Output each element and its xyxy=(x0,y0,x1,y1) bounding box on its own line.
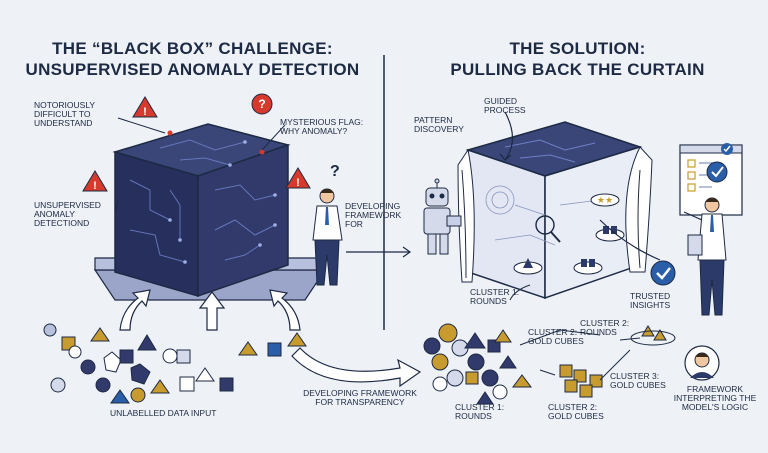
data-shapes xyxy=(43,323,307,404)
up-arrows xyxy=(119,289,301,331)
label-cluster1-bottom: Cluster 1: rounds xyxy=(455,402,505,421)
black-box-cube xyxy=(112,123,291,298)
label-framework-logic: Framework interpreting the model's logic xyxy=(673,384,757,412)
presenter-person-icon xyxy=(683,197,727,316)
label-cluster2-mid: Cluster 2: rounds xyxy=(580,318,630,337)
svg-text:!: ! xyxy=(296,177,300,189)
svg-text:?: ? xyxy=(258,97,265,111)
right-title-line1: The Solution: xyxy=(509,39,646,58)
cluster3-shapes xyxy=(630,325,676,346)
question-mark-icon: ? xyxy=(330,163,340,180)
label-cluster2-bottom: Cluster 2: gold cubes xyxy=(548,402,604,421)
label-trusted-insights: Trusted insights xyxy=(630,291,671,310)
warning-icon: ! xyxy=(285,167,311,189)
warning-icon: ! xyxy=(132,96,158,118)
svg-text:★★: ★★ xyxy=(597,196,613,206)
check-badge-icon xyxy=(650,260,676,286)
left-title-line1: The “Black Box” Challenge: xyxy=(52,39,333,58)
label-unlabelled-input: Unlabelled data input xyxy=(110,408,217,418)
robot-icon xyxy=(423,178,462,255)
svg-text:!: ! xyxy=(143,106,147,118)
label-difficult: Notoriously difficult to understand xyxy=(34,100,95,128)
question-icon: ? xyxy=(251,93,273,115)
arrow-right xyxy=(346,246,412,258)
confused-person-icon xyxy=(312,188,343,286)
analyst-avatar-icon xyxy=(684,345,720,381)
arrow-guide xyxy=(499,111,661,261)
label-unsupervised: Unsupervised anomaly detectiond xyxy=(34,200,101,228)
transform-arrow xyxy=(291,347,422,388)
label-pattern-discovery: Pattern discovery xyxy=(414,115,464,134)
curtain-left xyxy=(457,148,475,283)
right-title-line2: Pulling Back The Curtain xyxy=(450,60,705,79)
cluster-shapes xyxy=(423,323,532,405)
label-cluster3: Cluster 3: gold cubes xyxy=(610,371,666,390)
gold-cubes-cluster xyxy=(559,364,603,398)
transparent-cube: ★★ xyxy=(465,121,643,300)
label-cluster1-top: Cluster 1: rounds xyxy=(470,287,520,306)
label-guided-process: Guided process xyxy=(484,96,526,115)
cluster-connectors xyxy=(509,284,641,381)
label-cluster2-top: Cluster 2: gold cubes xyxy=(528,327,584,346)
label-developing-framework: Developing framework for xyxy=(345,201,402,229)
label-framework-transparency: Developing framework for transparency xyxy=(303,388,417,407)
warning-icon: ! xyxy=(82,170,108,192)
left-title-line2: Unsupervised Anomaly Detection xyxy=(25,60,360,79)
curtain-right xyxy=(625,146,653,273)
label-mysterious-flag: Mysterious flag: why anomaly? xyxy=(280,117,364,136)
svg-text:!: ! xyxy=(93,180,97,192)
